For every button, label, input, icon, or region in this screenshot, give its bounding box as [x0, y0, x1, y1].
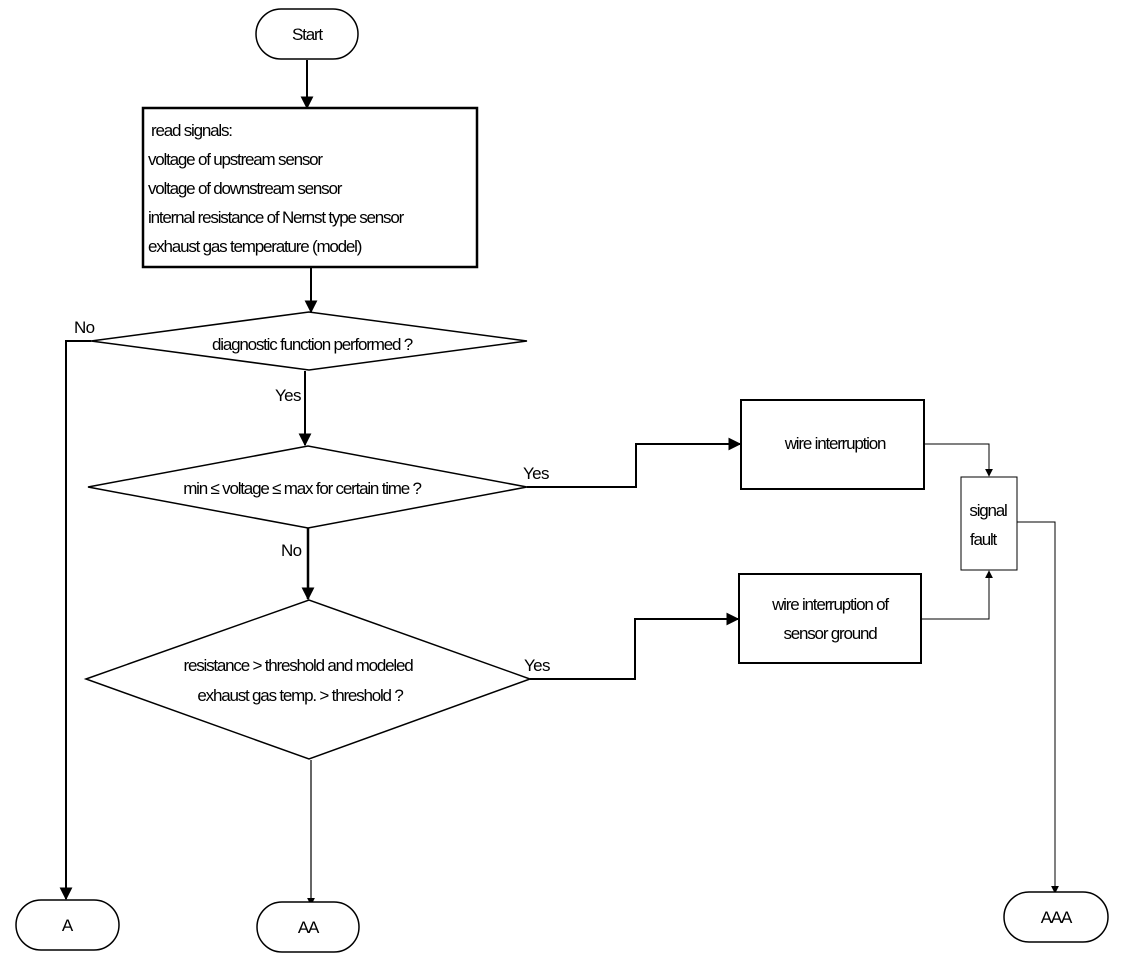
edge-label-yes-resistance: Yes	[524, 656, 550, 675]
terminal-aaa-label: AAA	[1041, 908, 1073, 927]
process-signal-fault-line-1: signal	[969, 501, 1007, 520]
decision-voltage-range: min ≤ voltage ≤ max for certain time ?	[87, 445, 528, 529]
read-line-upstream: voltage of upstream sensor	[148, 150, 323, 169]
process-wire-interruption-label: wire interruption	[784, 434, 886, 453]
terminal-aa-label: AA	[298, 918, 320, 937]
arrow-performed-no-to-a	[59, 340, 91, 901]
decision-performed-label: diagnostic function performed ?	[212, 335, 413, 354]
process-signal-fault: signal fault	[960, 476, 1018, 571]
terminal-start-label: Start	[292, 25, 323, 44]
edge-label-yes-performed: Yes	[275, 386, 301, 405]
decision-voltage-range-label: min ≤ voltage ≤ max for certain time ?	[183, 479, 421, 498]
read-line-title: read signals:	[151, 121, 232, 140]
arrow-wire-to-signal	[924, 443, 993, 477]
process-ground-line-1: wire interruption of	[771, 595, 889, 614]
edge-label-no-performed: No	[74, 318, 95, 337]
arrow-resistance-yes-to-ground	[530, 612, 740, 680]
arrow-ground-to-signal	[921, 570, 993, 620]
connectors	[59, 60, 1059, 906]
decision-resistance-line-2: exhaust gas temp. > threshold ?	[197, 686, 403, 705]
decision-performed: diagnostic function performed ?	[90, 311, 528, 371]
process-signal-fault-line-2: fault	[970, 530, 998, 549]
process-ground-line-2: sensor ground	[783, 624, 877, 643]
read-line-resistance: internal resistance of Nernst type senso…	[148, 208, 405, 227]
terminal-aaa: AAA	[1003, 891, 1109, 943]
terminal-a-label: A	[62, 916, 74, 935]
terminal-a: A	[15, 899, 120, 951]
decision-resistance-line-1: resistance > threshold and modeled	[183, 656, 413, 675]
terminal-aa: AA	[256, 901, 360, 953]
arrow-voltage-yes-to-wire	[527, 437, 742, 488]
decision-resistance: resistance > threshold and modeled exhau…	[83, 599, 533, 760]
process-wire-interruption: wire interruption	[740, 399, 925, 490]
read-line-downstream: voltage of downstream sensor	[148, 179, 343, 198]
read-signals-box: read signals: voltage of upstream sensor…	[141, 106, 479, 269]
edge-label-no-voltage: No	[281, 541, 302, 560]
arrow-signal-to-aaa	[1017, 521, 1059, 894]
edge-label-yes-voltage: Yes	[523, 464, 549, 483]
read-line-exhaust: exhaust gas temperature (model)	[148, 237, 362, 256]
process-wire-interruption-ground: wire interruption of sensor ground	[738, 573, 922, 664]
terminal-start: Start	[255, 8, 359, 60]
